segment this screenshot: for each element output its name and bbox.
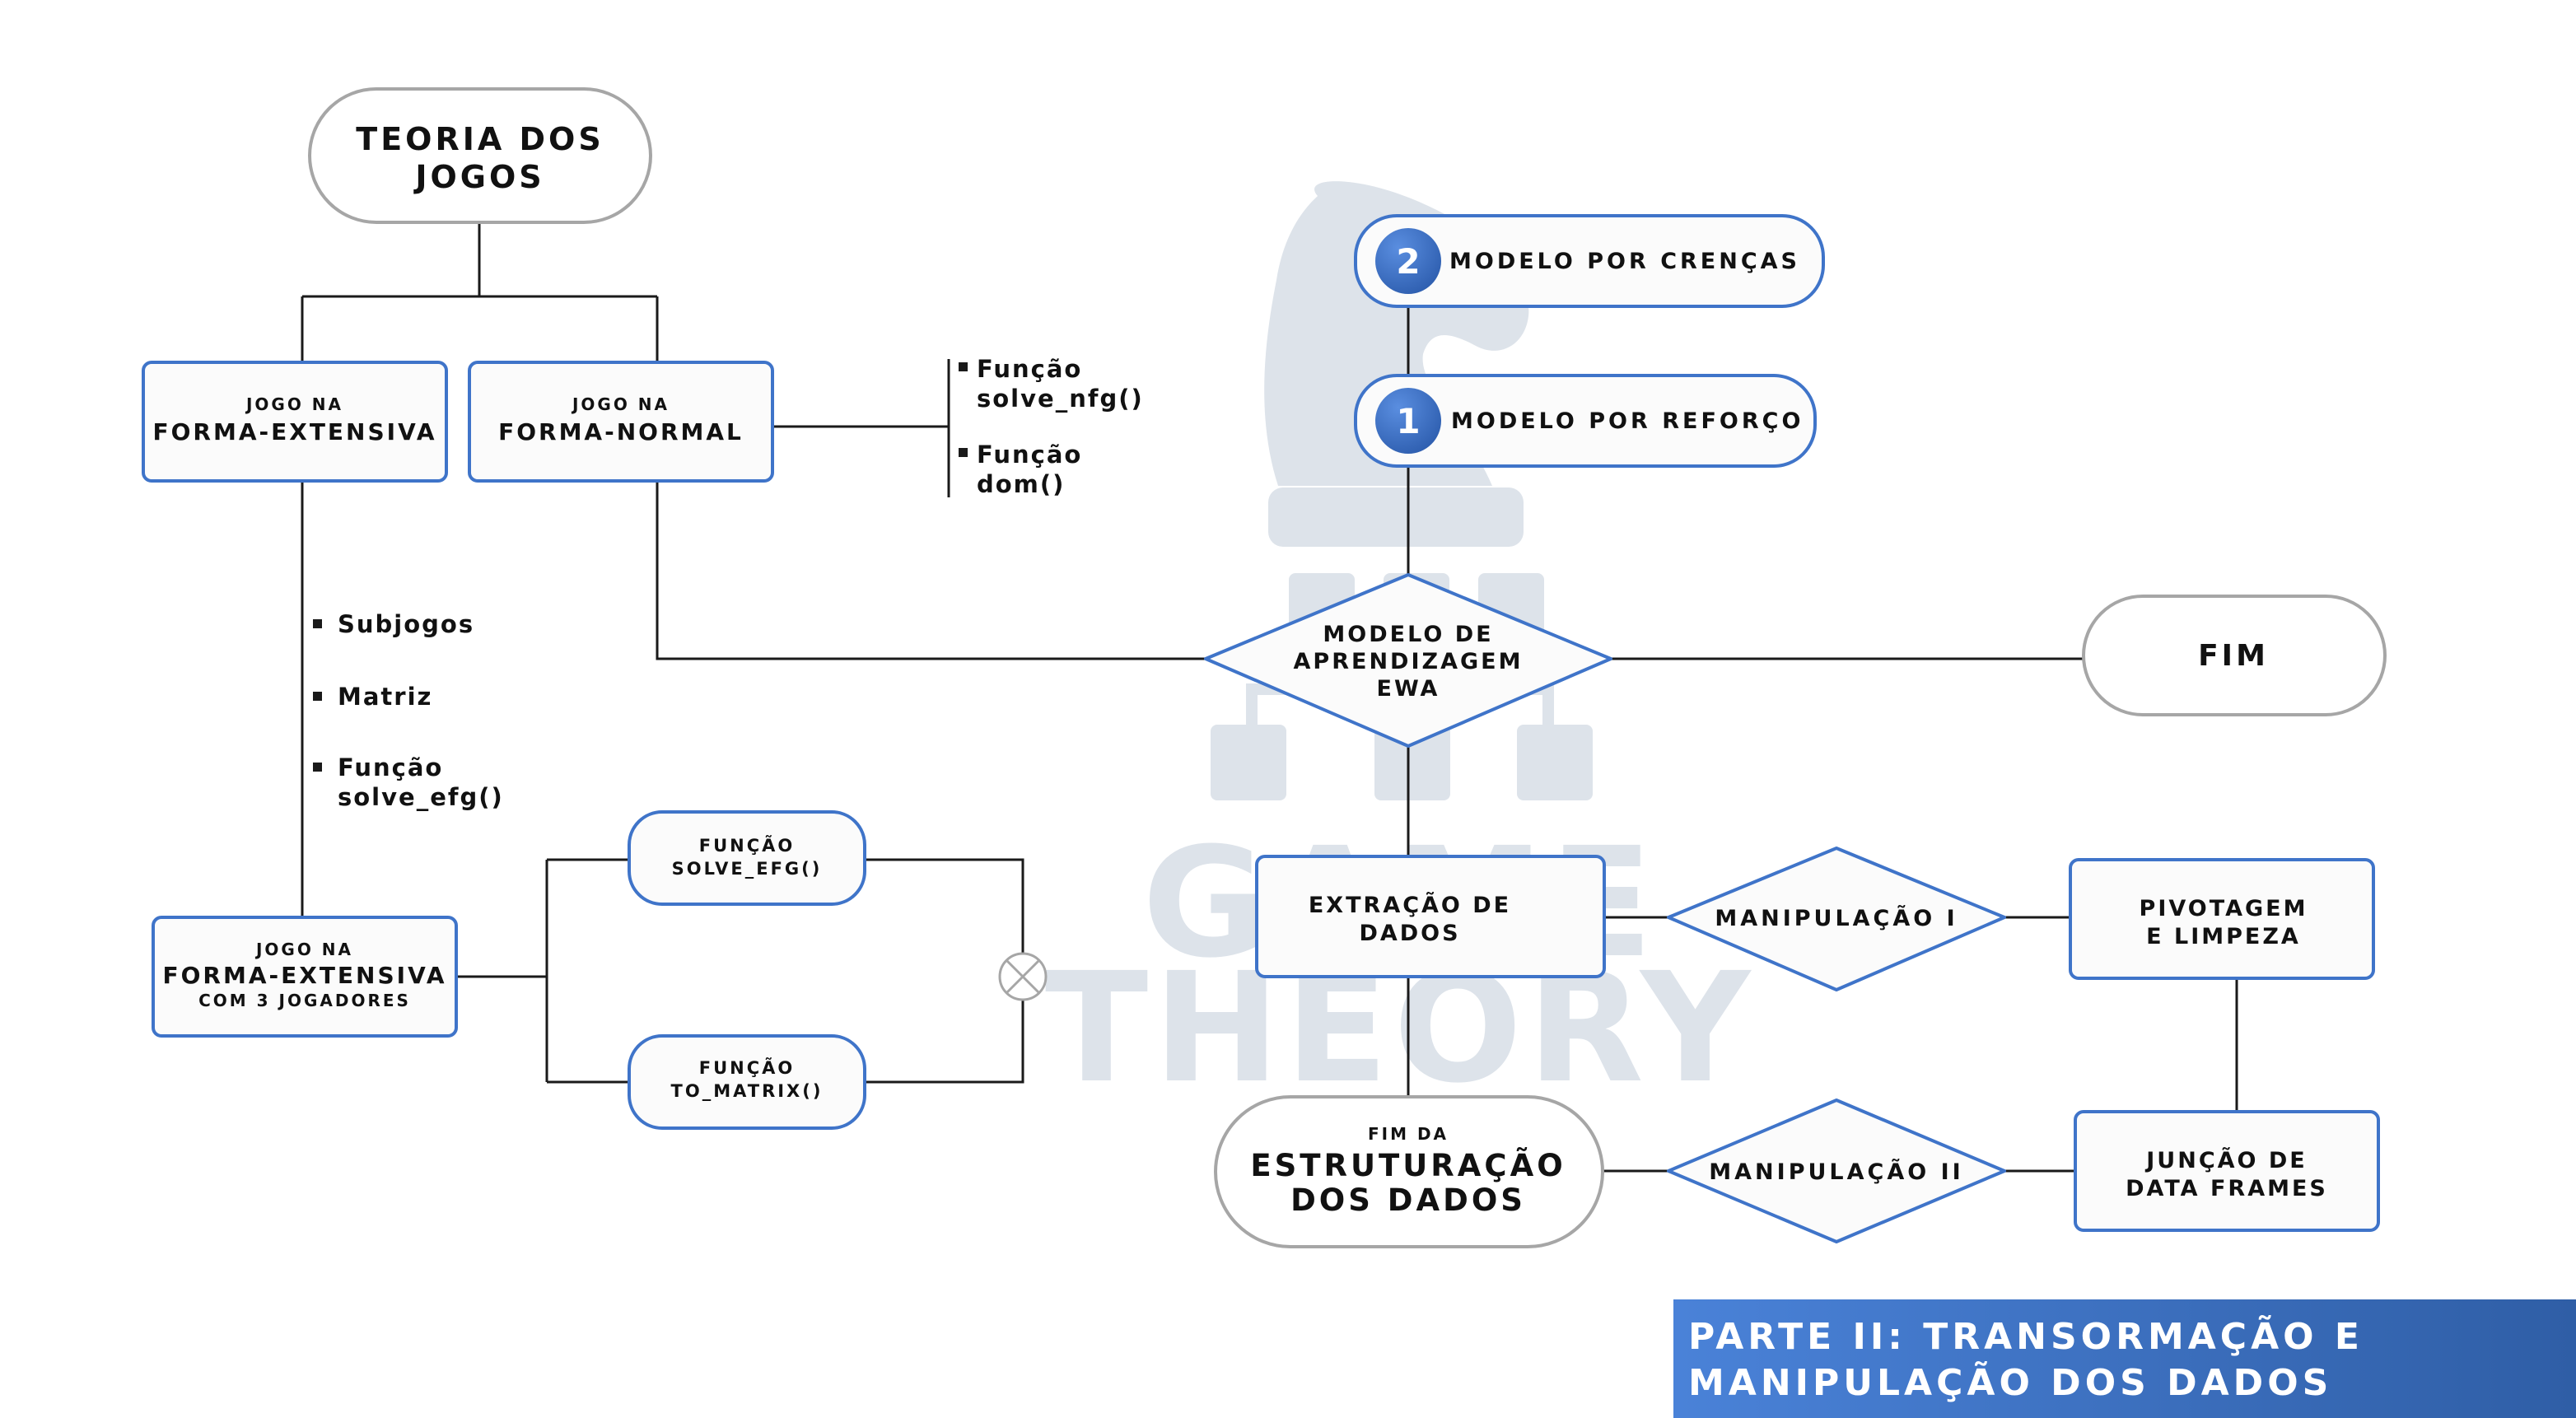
node-forma-extensiva-3-big: FORMA-EXTENSIVA [162, 962, 446, 989]
node-solve-efg-line2: SOLVE_EFG() [672, 859, 823, 879]
list-item-line1: Função [338, 753, 443, 781]
bullet-icon [313, 763, 322, 772]
node-fim-estruturacao-line2: DOS DADOS [1290, 1182, 1526, 1218]
node-to-matrix-line1: FUNÇÃO [699, 1057, 796, 1078]
node-manip2-label: MANIPULAÇÃO II [1709, 1159, 1963, 1185]
node-fim[interactable]: FIM [2082, 595, 2387, 716]
bullet-icon [959, 448, 968, 457]
node-extracao-de-dados[interactable]: EXTRAÇÃO DE DADOS [1255, 855, 1606, 978]
extensiva-items-list: Subjogos Matriz Função solve_efg() [313, 610, 504, 811]
list-item-line1: Subjogos [338, 610, 474, 638]
node-forma-extensiva-big: FORMA-EXTENSIVA [152, 418, 436, 445]
node-manip1-label: MANIPULAÇÃO I [1715, 905, 1958, 931]
node-juncao-data-frames[interactable]: JUNÇÃO DE DATA FRAMES [2074, 1110, 2380, 1232]
node-pivotagem-line2: E LIMPEZA [2146, 924, 2301, 949]
step-number: 1 [1396, 401, 1420, 441]
list-item-line1: Função [977, 355, 1082, 383]
bullet-icon [313, 619, 322, 628]
node-forma-normal[interactable]: JOGO NA FORMA-NORMAL [468, 361, 774, 483]
node-juncao-line1: JUNÇÃO DE [2144, 1147, 2308, 1173]
list-item-line1: Função [977, 441, 1082, 469]
node-juncao-line2: DATA FRAMES [2126, 1176, 2328, 1201]
node-ewa-line3: EWA [1377, 676, 1440, 702]
node-fim-estruturacao[interactable]: FIM DA ESTRUTURAÇÃO DOS DADOS [1214, 1095, 1604, 1248]
node-fim-estruturacao-small: FIM DA [1368, 1124, 1449, 1144]
node-pivotagem-limpeza[interactable]: PIVOTAGEM E LIMPEZA [2069, 858, 2375, 980]
step-number-badge [1375, 388, 1441, 454]
connectors [301, 224, 2238, 1173]
node-teoria-dos-jogos[interactable]: TEORIA DOS JOGOS [308, 87, 652, 224]
bullet-icon [959, 362, 968, 371]
node-extracao-line2: DADOS [1359, 921, 1460, 946]
list-item-line2: solve_nfg() [977, 385, 1144, 413]
step-number-badge [1375, 228, 1441, 294]
node-forma-extensiva-3-sub: COM 3 JOGADORES [198, 991, 411, 1010]
node-extracao-line1: EXTRAÇÃO DE [1309, 892, 1511, 918]
node-manipulacao-ii[interactable]: MANIPULAÇÃO II [1667, 1098, 2006, 1243]
footer-title-line2: MANIPULAÇÃO DOS DADOS [1688, 1360, 2332, 1404]
node-ewa-line2: APRENDIZAGEM [1294, 649, 1524, 674]
node-forma-normal-small: JOGO NA [571, 394, 670, 414]
node-forma-extensiva-3-jogadores[interactable]: JOGO NA FORMA-EXTENSIVA COM 3 JOGADORES [152, 916, 458, 1038]
node-manipulacao-i[interactable]: MANIPULAÇÃO I [1667, 847, 2006, 991]
node-crencas-label: MODELO POR CRENÇAS [1449, 249, 1800, 274]
node-modelo-aprendizagem-ewa[interactable]: MODELO DE APRENDIZAGEM EWA [1204, 573, 1612, 748]
node-fim-estruturacao-line1: ESTRUTURAÇÃO [1250, 1147, 1566, 1183]
list-item-line2: solve_efg() [338, 783, 504, 811]
node-forma-extensiva[interactable]: JOGO NA FORMA-EXTENSIVA [142, 361, 448, 483]
list-item-line1: Matriz [338, 683, 432, 711]
footer-banner: PARTE II: TRANSORMAÇÃO E MANIPULAÇÃO DOS… [1673, 1299, 2576, 1418]
step-number: 2 [1396, 241, 1420, 282]
node-teoria-line2: JOGOS [413, 159, 544, 195]
node-fim-label: FIM [2198, 639, 2269, 673]
node-modelo-por-reforco[interactable]: 1 MODELO POR REFORÇO [1354, 374, 1817, 468]
node-funcao-to-matrix[interactable]: FUNÇÃO TO_MATRIX() [628, 1034, 866, 1130]
node-modelo-por-crencas[interactable]: 2 MODELO POR CRENÇAS [1354, 214, 1825, 308]
node-forma-extensiva-small: JOGO NA [245, 394, 343, 414]
list-item-line2: dom() [977, 470, 1065, 498]
node-to-matrix-line2: TO_MATRIX() [671, 1081, 824, 1101]
footer-title-line1: PARTE II: TRANSORMAÇÃO E [1688, 1314, 2364, 1358]
node-teoria-line1: TEORIA DOS [356, 121, 604, 157]
node-pivotagem-line1: PIVOTAGEM [2140, 896, 2308, 921]
node-solve-efg-line1: FUNÇÃO [699, 835, 796, 856]
node-reforco-label: MODELO POR REFORÇO [1451, 408, 1804, 434]
node-forma-extensiva-3-small: JOGO NA [254, 940, 353, 959]
normal-functions-list: Função solve_nfg() Função dom() [959, 355, 1144, 498]
node-funcao-solve-efg[interactable]: FUNÇÃO SOLVE_EFG() [628, 810, 866, 906]
bullet-icon [313, 692, 322, 701]
node-forma-normal-big: FORMA-NORMAL [498, 418, 744, 445]
node-ewa-line1: MODELO DE [1323, 622, 1493, 647]
merge-x-icon [998, 952, 1048, 1001]
